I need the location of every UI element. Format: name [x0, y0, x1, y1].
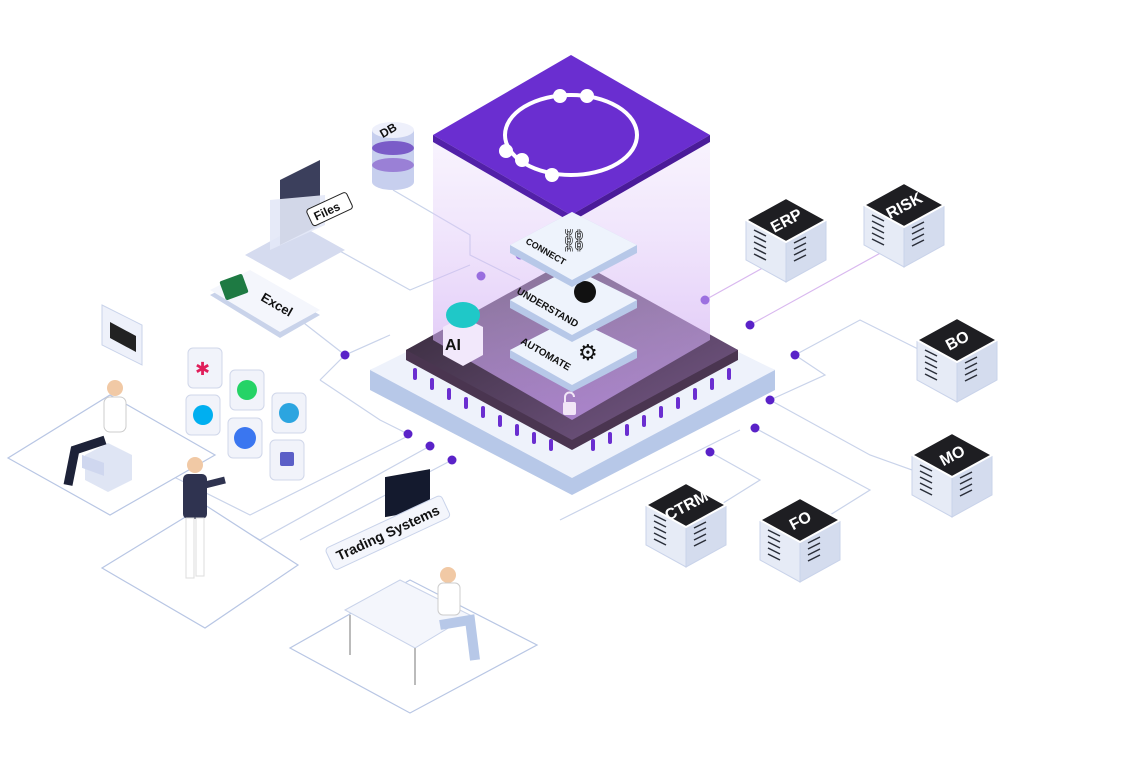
excel-icon: [219, 274, 249, 300]
files-folder: Files: [245, 160, 353, 280]
db-icon: DB: [372, 120, 414, 190]
top-logo-tile: [433, 55, 710, 222]
svg-text:✱: ✱: [195, 359, 210, 379]
brain-icon: [446, 302, 480, 328]
layer-connect: ⛓ CONNECT: [510, 212, 637, 287]
messaging-apps: ✱: [185, 347, 307, 481]
logo-ring-icon: [503, 93, 639, 177]
trading-desk: [343, 469, 480, 685]
server-risk: RISK: [861, 181, 947, 268]
person-standing-phone: [183, 457, 226, 579]
email-icon: [101, 304, 143, 366]
lightbulb-icon: [574, 281, 596, 303]
server-ctrm: CTRM: [643, 481, 729, 568]
server-mo: MO: [909, 431, 995, 518]
ai-brain-cube: AI: [443, 302, 483, 366]
layer-understand: UNDERSTAND: [510, 268, 637, 342]
server-bo: BO: [914, 316, 1000, 403]
layer-automate: ⚙ AUTOMATE: [510, 318, 637, 392]
server-erp: ERP: [743, 196, 829, 283]
slack-icon: [187, 347, 223, 389]
gear-icon: ⚙: [578, 340, 598, 365]
chip-pins: [413, 368, 731, 451]
svg-text:AI: AI: [445, 337, 461, 354]
person-sitting-laptop: [63, 380, 132, 492]
link-icon: ⛓: [560, 228, 588, 253]
lock-icon: [563, 391, 576, 415]
excel-tile: Excel: [210, 270, 320, 338]
server-fo: FO: [757, 496, 843, 583]
